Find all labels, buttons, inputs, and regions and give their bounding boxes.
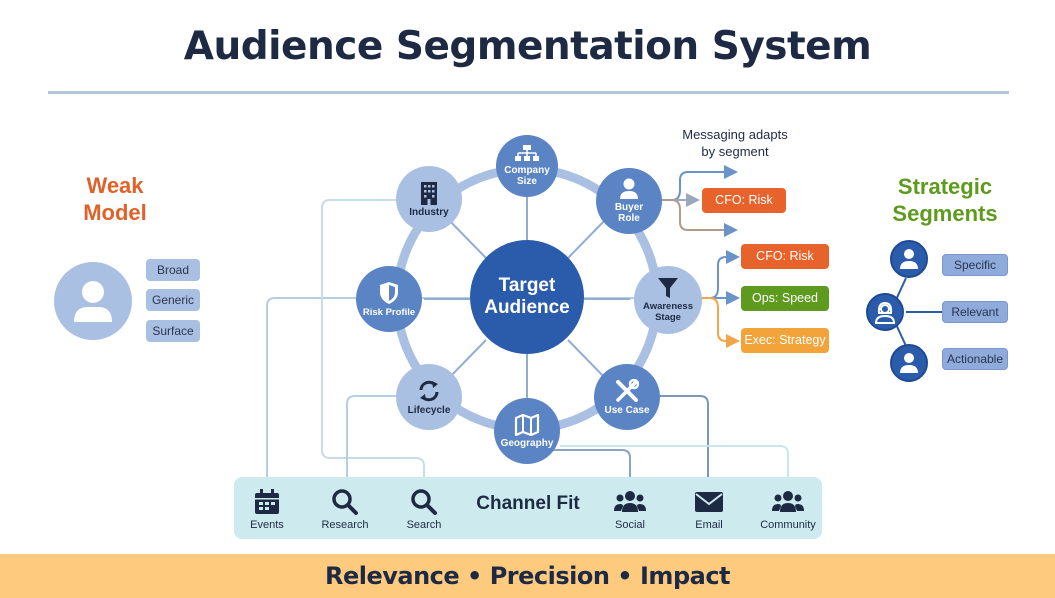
person-icon xyxy=(900,353,918,373)
channel-label: Events xyxy=(250,519,284,531)
node-label: Awareness xyxy=(643,301,693,312)
weak-tag-surface: Surface xyxy=(146,320,200,342)
arrow-buyer-bottom xyxy=(660,199,738,237)
segment-tag-actionable: Actionable xyxy=(942,348,1008,370)
channel-events[interactable]: Events xyxy=(227,488,307,531)
message-awareness-exec-strategy: Exec: Strategy xyxy=(741,328,829,353)
woman-icon xyxy=(874,301,896,324)
calendar-icon xyxy=(255,489,279,514)
weak-heading-line1: Weak xyxy=(86,173,144,198)
weak-heading-line2: Model xyxy=(83,200,147,225)
weak-model-avatar xyxy=(54,262,132,340)
funnel-icon xyxy=(658,278,678,298)
segment-avatar-top xyxy=(890,240,928,278)
title-divider xyxy=(48,91,1009,94)
page-title: Audience Segmentation System xyxy=(183,24,872,69)
node-label: Stage xyxy=(655,312,681,323)
connector-industry-community xyxy=(321,199,425,478)
org-chart-icon xyxy=(515,145,539,161)
channel-email[interactable]: Email xyxy=(669,488,749,531)
map-icon xyxy=(514,413,540,436)
person-icon xyxy=(620,178,638,199)
node-geography[interactable]: Geography xyxy=(494,398,560,464)
weak-tag-broad: Broad xyxy=(146,259,200,281)
tools-icon xyxy=(616,378,639,402)
connector-risk-events xyxy=(266,297,365,478)
center-label-line1: Target xyxy=(498,275,556,296)
arrow-awareness-top xyxy=(700,250,740,299)
node-label: Buyer xyxy=(614,202,644,213)
weak-tag-generic: Generic xyxy=(146,289,200,311)
strategic-heading-line1: Strategic xyxy=(897,174,993,199)
connector-geography-social xyxy=(540,449,631,478)
message-awareness-ops-speed: Ops: Speed xyxy=(741,286,829,311)
caption-line2: by segment xyxy=(701,144,769,159)
refresh-icon xyxy=(419,380,439,401)
footer-banner: Relevance • Precision • Impact xyxy=(0,554,1055,598)
channel-label: Community xyxy=(760,519,816,531)
building-icon xyxy=(421,181,437,205)
channel-fit-title: Channel Fit xyxy=(476,493,580,514)
connector-geography-community xyxy=(560,445,789,478)
weak-model-heading: Weak Model xyxy=(60,172,170,226)
person-icon xyxy=(900,249,918,269)
channel-search[interactable]: Search xyxy=(384,488,464,531)
channel-label: Social xyxy=(615,519,645,531)
channel-label: Search xyxy=(406,519,442,531)
person-icon xyxy=(74,281,112,322)
node-label: Risk Profile xyxy=(362,306,416,318)
channel-fit-bar xyxy=(234,477,822,539)
node-buyer-role[interactable]: Buyer Role xyxy=(596,168,662,234)
node-label: Industry xyxy=(409,206,449,218)
shield-icon xyxy=(380,281,398,304)
arrow-awareness-bottom xyxy=(700,297,740,348)
segment-tag-specific: Specific xyxy=(942,254,1008,276)
message-awareness-cfo-risk: CFO: Risk xyxy=(741,244,829,269)
channel-label: Email xyxy=(695,519,723,531)
strategic-heading-line2: Segments xyxy=(892,201,998,226)
search-icon xyxy=(411,489,437,515)
search-icon xyxy=(332,489,358,515)
segment-avatar-bottom xyxy=(890,344,928,382)
node-awareness-stage[interactable]: Awareness Stage xyxy=(634,266,702,334)
node-label: Lifecycle xyxy=(407,404,451,416)
node-industry[interactable]: Industry xyxy=(396,166,462,232)
connector-lifecycle-research xyxy=(346,395,400,478)
node-label: Size xyxy=(516,176,537,187)
segment-tag-relevant: Relevant xyxy=(942,301,1008,323)
node-risk-profile[interactable]: Risk Profile xyxy=(356,266,422,332)
connector-usecase-email xyxy=(652,395,709,478)
caption-line1: Messaging adapts xyxy=(682,127,788,142)
node-label: Company xyxy=(504,165,550,176)
strategic-segments-heading: Strategic Segments xyxy=(875,173,1015,227)
node-label: Geography xyxy=(500,437,554,449)
node-use-case[interactable]: Use Case xyxy=(594,364,660,430)
center-label-line2: Audience xyxy=(484,297,570,318)
channel-community[interactable]: Community xyxy=(748,488,828,531)
node-lifecycle[interactable]: Lifecycle xyxy=(396,364,462,430)
segment-avatar-center xyxy=(866,293,904,331)
node-label: Role xyxy=(618,213,640,224)
channel-social[interactable]: Social xyxy=(590,488,670,531)
people-icon xyxy=(772,491,804,512)
channel-label: Research xyxy=(321,519,369,531)
envelope-icon xyxy=(695,492,723,512)
people-icon xyxy=(614,491,646,512)
channel-research[interactable]: Research xyxy=(305,488,385,531)
node-company-size[interactable]: Company Size xyxy=(496,135,558,197)
message-buyer-cfo-risk: CFO: Risk xyxy=(702,188,786,213)
messaging-caption: Messaging adapts by segment xyxy=(660,126,810,160)
node-label: Use Case xyxy=(604,404,650,416)
